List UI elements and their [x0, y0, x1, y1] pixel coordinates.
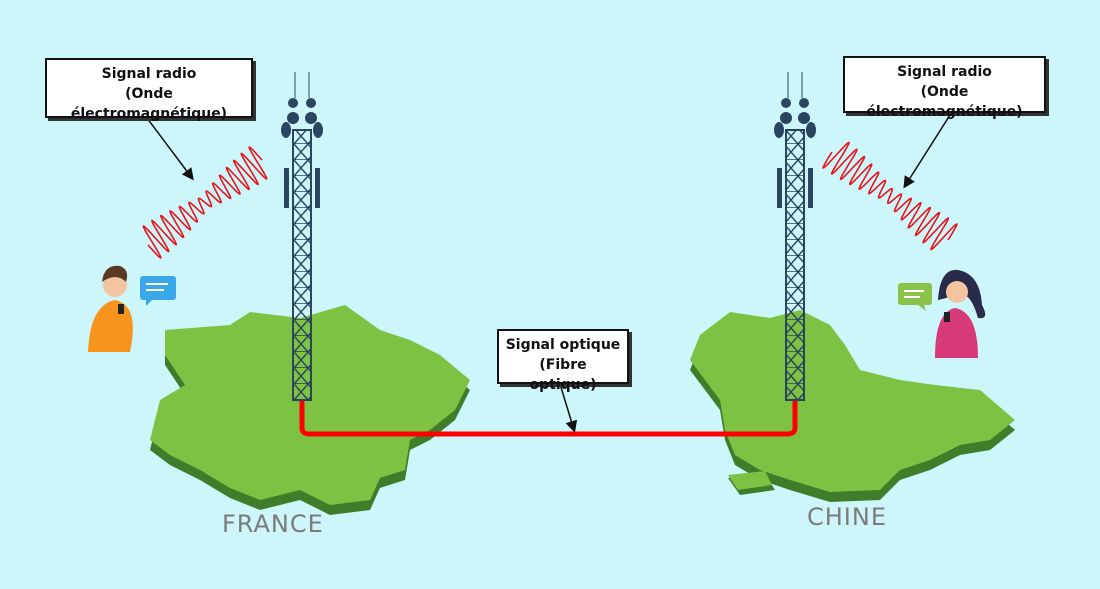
left-radio-wave [142, 146, 268, 259]
label-line2: (Fibre optique) [529, 357, 597, 393]
label-line1: Signal optique [505, 337, 621, 353]
phone-icon [118, 304, 124, 314]
label-line1: Signal radio [897, 64, 992, 80]
phone-icon [944, 312, 950, 322]
optical-arrow [559, 383, 578, 433]
right-radio-wave [822, 141, 958, 251]
country-label-china: CHINE [807, 503, 887, 531]
china-map [690, 310, 1015, 502]
fiber-optic-cable [299, 400, 798, 437]
label-line2: (Onde électromagnétique) [866, 84, 1023, 120]
left-tower [281, 72, 323, 401]
label-line2: (Onde électromagnétique) [70, 86, 228, 122]
label-line1: Signal radio [101, 66, 197, 82]
chat-bubble-icon-right [898, 283, 932, 311]
man-with-phone [88, 265, 133, 352]
right-tower [774, 72, 816, 401]
radio-signal-label-right: Signal radio (Onde électromagnétique) [843, 56, 1046, 120]
country-label-france: FRANCE [222, 510, 324, 538]
optical-signal-label: Signal optique (Fibre optique) [497, 329, 629, 393]
france-map [150, 305, 470, 515]
radio-left-arrow [146, 117, 194, 181]
radio-signal-label-left: Signal radio (Onde électromagnétique) [45, 58, 253, 122]
chat-bubble-icon-left [140, 276, 176, 306]
woman-with-phone [935, 269, 986, 358]
radio-right-arrow [903, 114, 951, 189]
